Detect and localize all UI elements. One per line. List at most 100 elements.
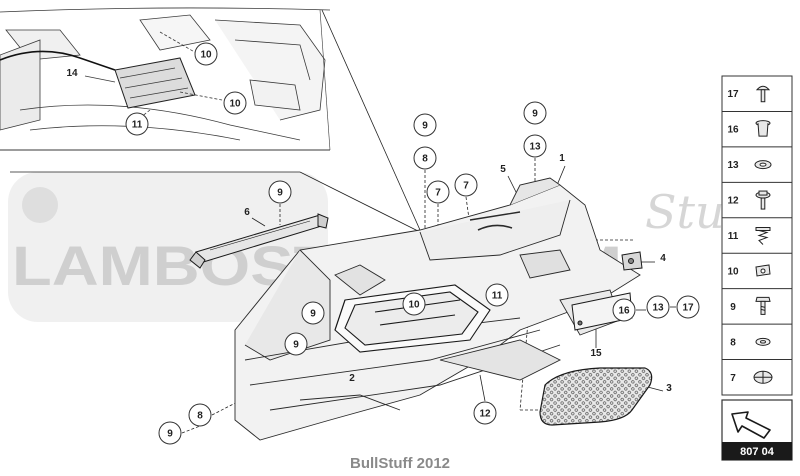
legend-row-12: 12 <box>722 181 792 210</box>
callout-number: 7 <box>435 188 441 199</box>
callout-number: 9 <box>293 340 299 351</box>
callout-number: 9 <box>167 429 173 440</box>
legend-number: 8 <box>730 337 736 348</box>
callout-number: 8 <box>422 154 428 165</box>
callout-number: 10 <box>229 99 241 110</box>
arrow-icon <box>731 411 771 439</box>
callout-11: 11 <box>125 112 149 136</box>
callout-10: 10 <box>194 42 218 66</box>
callout-circle <box>612 298 636 322</box>
callout-circle <box>413 113 437 137</box>
hex-bolt-icon <box>755 296 771 315</box>
part-label-5: 5 <box>500 164 506 175</box>
callout-number: 12 <box>479 409 491 420</box>
footer-credit: BullStuff 2012 <box>350 455 450 472</box>
callout-number: 10 <box>200 50 212 61</box>
legend-row-10: 10 <box>722 252 792 277</box>
callout-circle <box>413 146 437 170</box>
callout-circle <box>523 101 547 125</box>
inset-detail-view <box>0 7 331 151</box>
callout-10: 10 <box>223 91 247 115</box>
callout-number: 13 <box>652 303 664 314</box>
callout-circle <box>284 332 308 356</box>
legend-number: 9 <box>730 302 736 313</box>
expansion-rivet-icon <box>753 370 773 384</box>
callout-9: 9 <box>523 101 547 125</box>
part-label-1: 1 <box>559 153 565 164</box>
callout-circle <box>454 173 478 197</box>
callout-number: 9 <box>532 109 538 120</box>
button-head-screw-icon <box>755 85 771 103</box>
callout-9: 9 <box>158 421 182 445</box>
legend-row-7: 7 <box>722 359 792 384</box>
legend-row-8: 8 <box>722 323 792 348</box>
part-label-3: 3 <box>666 383 672 394</box>
part-6-rail <box>189 213 329 269</box>
callout-13: 13 <box>523 134 547 158</box>
callout-circle <box>188 403 212 427</box>
callout-circle <box>268 180 292 204</box>
callout-13: 13 <box>646 295 670 319</box>
callout-8: 8 <box>413 146 437 170</box>
callout-7: 7 <box>454 173 478 197</box>
legend-number: 11 <box>728 231 739 242</box>
callout-number: 7 <box>463 181 469 192</box>
callout-number: 11 <box>132 120 143 131</box>
callout-9: 9 <box>268 180 292 204</box>
callout-circle <box>301 301 325 325</box>
plain-washer-icon <box>755 337 771 346</box>
legend-number: 7 <box>730 373 736 384</box>
callout-circle <box>158 421 182 445</box>
diagram-code: 807 04 <box>740 446 775 458</box>
legend-row-13: 13 <box>722 146 792 171</box>
part-label-14: 14 <box>66 68 78 79</box>
legend-number: 10 <box>727 266 739 277</box>
callout-circle <box>426 180 450 204</box>
callout-7: 7 <box>426 180 450 204</box>
callout-number: 9 <box>277 188 283 199</box>
legend-number: 13 <box>727 160 739 171</box>
callout-circle <box>523 134 547 158</box>
legend-number: 16 <box>727 125 739 136</box>
callout-10: 10 <box>402 292 426 316</box>
callout-number: 9 <box>422 121 428 132</box>
hardware-legend: 17 16 13 12 11 10 9 8 7 <box>721 75 793 396</box>
part-label-2: 2 <box>349 373 355 384</box>
legend-number: 12 <box>727 196 739 207</box>
legend-row-9: 9 <box>722 288 792 315</box>
callout-circle <box>125 112 149 136</box>
callout-circle <box>646 295 670 319</box>
callout-circle <box>473 401 497 425</box>
callout-number: 13 <box>529 142 541 153</box>
callout-number: 16 <box>618 306 630 317</box>
callout-number: 11 <box>492 291 503 302</box>
callout-9: 9 <box>301 301 325 325</box>
part-label-6: 6 <box>244 207 250 218</box>
callout-circle <box>194 42 218 66</box>
part-2-box-frame <box>334 284 491 353</box>
flat-washer-icon <box>754 160 772 170</box>
legend-row-16: 16 <box>722 110 792 137</box>
callout-11: 11 <box>485 283 509 307</box>
spacer-sleeve-icon <box>755 120 771 137</box>
diagram-code-box: 807 04 <box>721 399 793 461</box>
callout-16: 16 <box>612 298 636 322</box>
callout-circle <box>676 295 700 319</box>
flanged-screw-icon <box>755 190 771 210</box>
legend-row-17: 17 <box>727 85 771 103</box>
callout-number: 17 <box>682 303 694 314</box>
callout-number: 8 <box>197 411 203 422</box>
callout-12: 12 <box>473 401 497 425</box>
legend-number: 17 <box>727 89 739 100</box>
legend-row-11: 11 <box>722 217 792 245</box>
part-label-4: 4 <box>660 253 666 264</box>
part-3-mesh-grille <box>539 367 653 426</box>
part-label-15: 15 <box>590 348 602 359</box>
callout-circle <box>223 91 247 115</box>
callout-number: 10 <box>408 300 420 311</box>
callout-17: 17 <box>676 295 700 319</box>
callout-9: 9 <box>284 332 308 356</box>
